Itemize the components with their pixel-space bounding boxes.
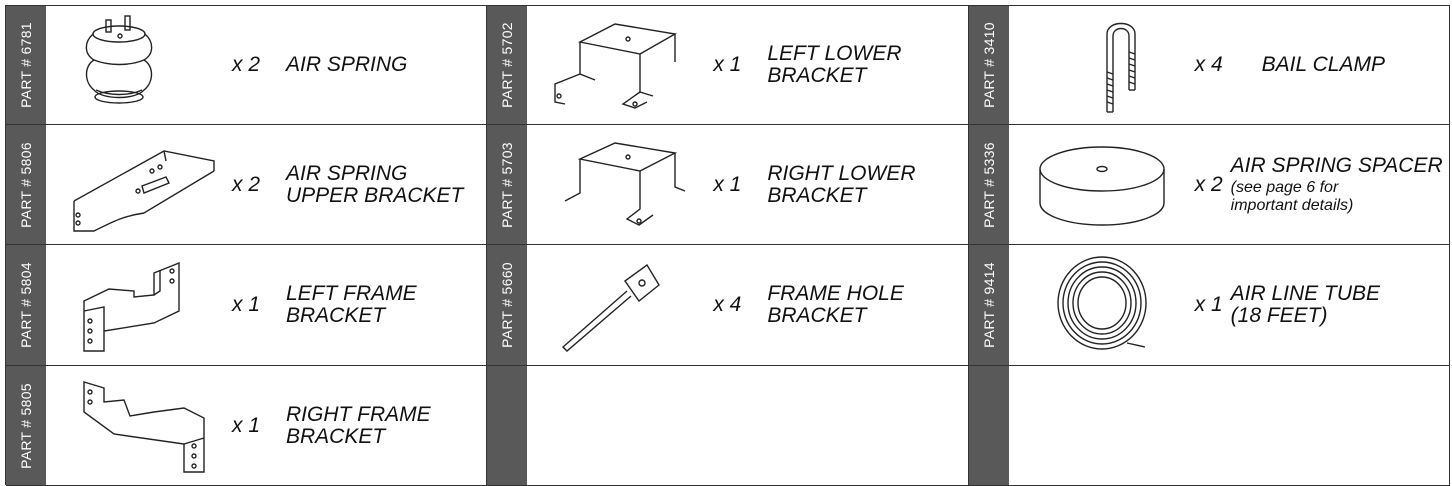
part-number-bar: PART # 3410 bbox=[968, 6, 1009, 124]
part-number: PART # 5660 bbox=[499, 262, 516, 348]
quantity: x 4 bbox=[1194, 53, 1223, 76]
part-cell-air-spring: PART # 6781 x 2 AIR SPRING bbox=[6, 6, 488, 125]
sublabel: (see page 6 for important details) bbox=[1231, 179, 1443, 215]
label-line: RIGHT LOWER bbox=[767, 161, 916, 185]
label-line: BRACKET bbox=[767, 183, 867, 207]
part-number-bar: PART # 6781 bbox=[6, 6, 46, 124]
part-number: PART # 5805 bbox=[18, 382, 34, 469]
sublabel-line: (see page 6 for bbox=[1230, 178, 1339, 196]
part-number: PART # 5336 bbox=[980, 141, 997, 228]
part-label: AIR SPRING SPACER (see page 6 for import… bbox=[1230, 153, 1443, 215]
part-number-bar: PART # 5336 bbox=[968, 125, 1009, 244]
part-number-bar: PART # 9414 bbox=[968, 245, 1009, 365]
quantity: x 2 bbox=[232, 53, 261, 76]
part-number: PART # 9414 bbox=[980, 262, 997, 348]
label-line: RIGHT FRAME bbox=[286, 402, 431, 426]
part-number-bar: PART # 5703 bbox=[487, 125, 528, 244]
label-line: FRAME HOLE bbox=[767, 282, 904, 305]
part-number: PART # 3410 bbox=[980, 22, 997, 108]
part-label: FRAME HOLE BRACKET bbox=[767, 283, 904, 327]
part-cell-left-lower-bracket: PART # 5702 x 1 LEFT LOWER BRACKET bbox=[487, 6, 969, 125]
frame-hole-bracket-icon bbox=[535, 251, 705, 357]
label-line: AIR LINE TUBE bbox=[1230, 282, 1381, 305]
part-number: PART # 5806 bbox=[18, 141, 34, 228]
label-line: BAIL CLAMP bbox=[1261, 53, 1385, 76]
part-label: RIGHT FRAME BRACKET bbox=[286, 402, 431, 448]
part-cell-right-frame-bracket: PART # 5805 x 1 RIGHT FRAME BRACKET bbox=[6, 366, 488, 486]
part-number: PART # 6781 bbox=[18, 22, 34, 108]
part-label: BAIL CLAMP bbox=[1262, 54, 1385, 76]
quantity: x 1 bbox=[232, 413, 261, 437]
part-cell-right-lower-bracket: PART # 5703 x 1 RIGHT LOWER BRACKET bbox=[487, 125, 969, 245]
part-label: RIGHT LOWER BRACKET bbox=[767, 161, 916, 207]
air-spring-icon bbox=[54, 12, 224, 118]
part-number-bar: PART # 5660 bbox=[487, 245, 528, 365]
part-number-bar: PART # 5804 bbox=[6, 245, 46, 365]
label-line: BRACKET bbox=[286, 424, 386, 448]
label-line: LEFT FRAME bbox=[286, 282, 417, 305]
label-line: BRACKET bbox=[767, 64, 867, 87]
part-cell-upper-bracket: PART # 5806 x 2 AIR SPRING UPPER BRACKET bbox=[6, 125, 488, 245]
part-number-bar: PART # 5806 bbox=[6, 125, 46, 244]
part-label: LEFT FRAME BRACKET bbox=[286, 283, 417, 327]
left-frame-bracket-icon bbox=[54, 251, 224, 357]
part-label: AIR SPRING bbox=[286, 54, 407, 76]
part-cell-left-frame-bracket: PART # 5804 x 1 LEFT FRAME BRACKET bbox=[6, 245, 488, 366]
label-line: BRACKET bbox=[286, 304, 386, 327]
part-number: PART # 5702 bbox=[499, 22, 516, 108]
quantity: x 1 bbox=[1194, 293, 1223, 316]
quantity: x 2 bbox=[232, 172, 261, 196]
empty-cell bbox=[487, 366, 969, 486]
label-line: BRACKET bbox=[767, 304, 867, 327]
upper-bracket-icon bbox=[54, 131, 224, 237]
air-line-tube-icon bbox=[1017, 251, 1187, 357]
part-number-bar: PART # 5702 bbox=[487, 6, 528, 124]
quantity: x 1 bbox=[232, 293, 261, 316]
part-number: PART # 5804 bbox=[18, 262, 34, 348]
part-label: AIR SPRING UPPER BRACKET bbox=[286, 161, 464, 207]
label-line: UPPER BRACKET bbox=[286, 183, 464, 207]
part-label: LEFT LOWER BRACKET bbox=[767, 43, 901, 87]
part-number: PART # 5703 bbox=[499, 141, 516, 228]
part-cell-bail-clamp: PART # 3410 x 4 BAIL CLAMP bbox=[968, 6, 1450, 125]
part-number-bar bbox=[487, 366, 528, 485]
sublabel-line: important details) bbox=[1230, 196, 1354, 214]
right-frame-bracket-icon bbox=[54, 372, 224, 478]
label-line: AIR SPRING bbox=[286, 161, 408, 185]
part-number-bar bbox=[968, 366, 1009, 485]
quantity: x 1 bbox=[713, 172, 742, 196]
right-lower-bracket-icon bbox=[535, 131, 705, 237]
part-cell-spacer: PART # 5336 x 2 AIR SPRING SPACER (see p… bbox=[968, 125, 1450, 245]
parts-list-table: PART # 6781 x 2 AIR SPRING PART # 5702 bbox=[5, 5, 1450, 486]
part-number-bar: PART # 5805 bbox=[6, 366, 46, 485]
empty-cell bbox=[968, 366, 1450, 486]
part-cell-air-line-tube: PART # 9414 x 1 AIR LINE TUBE (18 FEET) bbox=[968, 245, 1450, 366]
label-line: AIR SPRING bbox=[286, 53, 408, 76]
label-line: AIR SPRING SPACER bbox=[1230, 153, 1443, 177]
bail-clamp-icon bbox=[1017, 12, 1187, 118]
quantity: x 1 bbox=[713, 53, 742, 76]
left-lower-bracket-icon bbox=[535, 12, 705, 118]
label-line: (18 FEET) bbox=[1230, 304, 1328, 327]
quantity: x 4 bbox=[713, 293, 742, 316]
part-label: AIR LINE TUBE (18 FEET) bbox=[1231, 283, 1380, 327]
part-cell-frame-hole-bracket: PART # 5660 x 4 FRAME HOLE BRACKET bbox=[487, 245, 969, 366]
spacer-icon bbox=[1017, 131, 1187, 237]
label-line: LEFT LOWER bbox=[767, 42, 902, 65]
quantity: x 2 bbox=[1194, 172, 1223, 196]
